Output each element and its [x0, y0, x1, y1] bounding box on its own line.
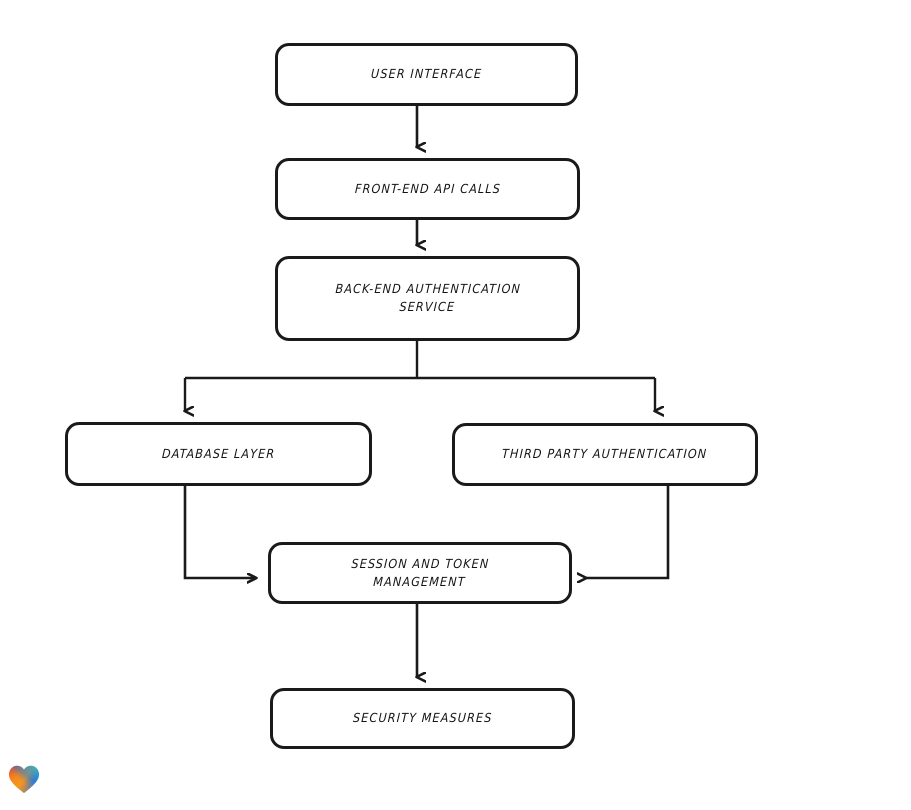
heart-icon — [9, 765, 39, 793]
node-security-measures-label: SECURITY MEASURES — [352, 710, 493, 726]
node-third-party-auth-label: THIRD PARTY AUTHENTICATION — [501, 446, 709, 462]
node-frontend-api-calls[interactable]: FRONT-END API CALLS — [275, 158, 580, 220]
node-session-token-management[interactable]: SESSION AND TOKEN MANAGEMENT — [268, 542, 572, 604]
node-session-token-management-label: SESSION AND TOKEN MANAGEMENT — [351, 555, 490, 589]
node-user-interface-label: USER INTERFACE — [370, 66, 483, 82]
node-user-interface[interactable]: USER INTERFACE — [275, 43, 578, 106]
edge-database-to-session — [183, 486, 256, 578]
edge-thirdparty-to-session — [586, 486, 670, 578]
node-frontend-api-calls-label: FRONT-END API CALLS — [354, 180, 501, 196]
node-database-layer[interactable]: DATABASE LAYER — [65, 422, 372, 486]
node-backend-auth-service-label: BACK-END AUTHENTICATION SERVICE — [334, 281, 522, 315]
node-security-measures[interactable]: SECURITY MEASURES — [270, 688, 575, 749]
node-database-layer-label: DATABASE LAYER — [161, 445, 276, 461]
node-third-party-auth[interactable]: THIRD PARTY AUTHENTICATION — [452, 423, 758, 486]
node-backend-auth-service[interactable]: BACK-END AUTHENTICATION SERVICE — [275, 256, 580, 341]
